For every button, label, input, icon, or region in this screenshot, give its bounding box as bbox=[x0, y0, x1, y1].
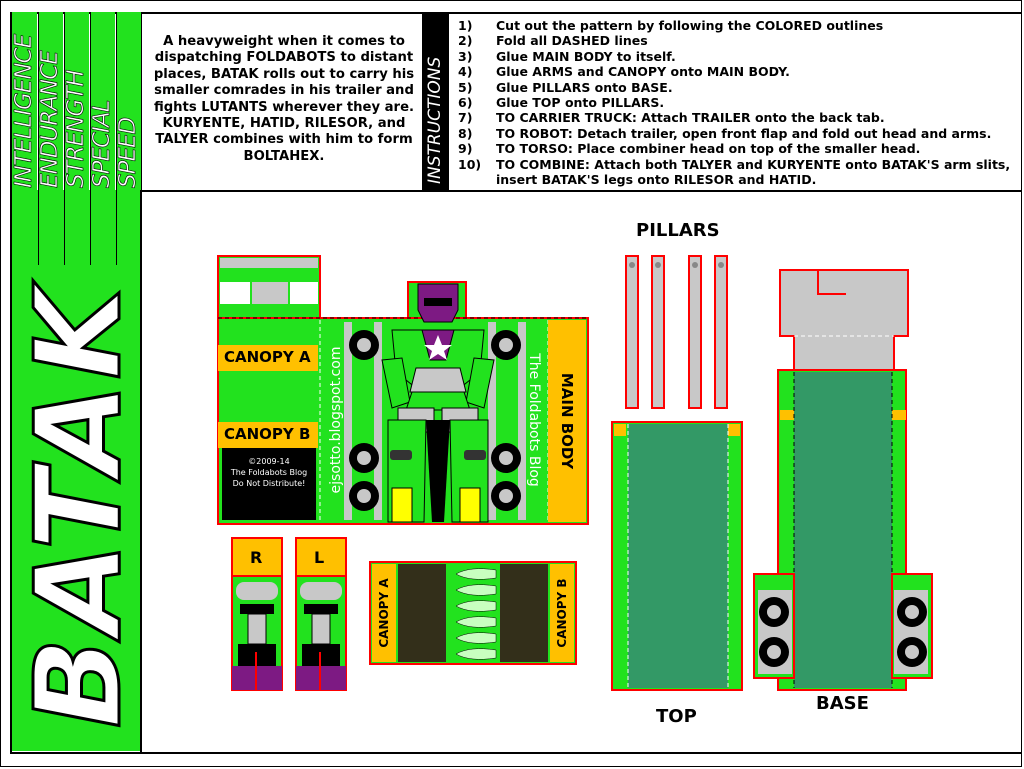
instruction-step-number: 6) bbox=[458, 95, 473, 111]
canopy-strip-b-label: CANOPY B bbox=[555, 578, 569, 648]
blog-name-text: The Foldabots Blog bbox=[526, 353, 542, 487]
canopy-strip-a-vertical: CANOPY A bbox=[372, 564, 396, 662]
instruction-step-number: 3) bbox=[458, 48, 473, 64]
instruction-step-text: TO TORSO: Place combiner head on top of … bbox=[496, 141, 921, 157]
main-body-label: MAIN BODY bbox=[558, 372, 576, 470]
pillars-label: PILLARS bbox=[636, 220, 720, 241]
instruction-step: 5) Glue PILLARS onto BASE. bbox=[458, 80, 1018, 95]
instruction-step-number: 7) bbox=[458, 110, 473, 126]
canopy-a-label: CANOPY A bbox=[224, 348, 311, 366]
instruction-step-number: 10) bbox=[458, 156, 482, 172]
stat-bar-speed: SPEED bbox=[115, 12, 141, 190]
blog-name-vertical: The Foldabots Blog bbox=[524, 322, 548, 518]
base-label: BASE bbox=[816, 693, 869, 714]
copyright-line-2: The Foldabots Blog bbox=[230, 468, 308, 477]
pillars-part bbox=[625, 255, 728, 409]
instruction-step: 7) TO CARRIER TRUCK: Attach TRAILER onto … bbox=[458, 110, 1018, 125]
left-column-divider bbox=[140, 12, 142, 754]
stat-bar-strength: STRENGTH bbox=[63, 12, 89, 190]
stat-bar-intelligence: INTELLIGENCE bbox=[11, 12, 37, 190]
canopy-strip-b-vertical: CANOPY B bbox=[550, 564, 574, 662]
instruction-step: 10) TO COMBINE: Attach both TALYER and KU… bbox=[458, 157, 1018, 188]
canopy-part bbox=[369, 561, 577, 665]
instruction-step: 4) Glue ARMS and CANOPY onto MAIN BODY. bbox=[458, 64, 1018, 79]
top-border-line bbox=[10, 12, 1022, 14]
blog-url-vertical: ejsotto.blogspot.com bbox=[322, 322, 346, 518]
instruction-step: 3) Glue MAIN BODY to itself. bbox=[458, 49, 1018, 64]
left-border-line bbox=[10, 12, 12, 754]
stats-divider-2 bbox=[64, 12, 65, 265]
stat-bar-special: SPECIAL bbox=[89, 12, 115, 190]
top-part bbox=[611, 421, 743, 691]
instruction-step-text: TO ROBOT: Detach trailer, open front fla… bbox=[496, 125, 992, 141]
stats-panel: INTELLIGENCE ENDURANCE STRENGTH SPECIAL … bbox=[10, 12, 141, 190]
instruction-step-text: TO CARRIER TRUCK: Attach TRAILER onto th… bbox=[496, 110, 885, 126]
header-divider bbox=[10, 190, 1022, 192]
canopy-strip-a-label: CANOPY A bbox=[377, 578, 391, 648]
canopy-b-label: CANOPY B bbox=[224, 425, 311, 443]
instruction-step-text: Glue ARMS and CANOPY onto MAIN BODY. bbox=[496, 64, 790, 80]
instruction-step-number: 4) bbox=[458, 64, 473, 80]
instruction-step-text: Glue PILLARS onto BASE. bbox=[496, 79, 673, 95]
instruction-step-text: TO COMBINE: Attach both TALYER and KURYE… bbox=[496, 156, 1011, 188]
instruction-step: 6) Glue TOP onto PILLARS. bbox=[458, 95, 1018, 110]
instructions-list: 1) Cut out the pattern by following the C… bbox=[458, 18, 1018, 187]
arm-r-label: R bbox=[250, 548, 263, 567]
instruction-step-text: Glue TOP onto PILLARS. bbox=[496, 95, 665, 111]
instructions-heading-bar: INSTRUCTIONS bbox=[422, 14, 449, 190]
character-bio: A heavyweight when it comes to dispatchi… bbox=[153, 34, 415, 164]
character-name-bar: BATAK bbox=[8, 265, 149, 751]
stats-divider-4 bbox=[116, 12, 117, 265]
instruction-step-number: 8) bbox=[458, 125, 473, 141]
instruction-step-text: Fold all DASHED lines bbox=[496, 33, 648, 49]
arm-r-part bbox=[231, 537, 283, 691]
copyright-line-3: Do Not Distribute! bbox=[232, 479, 306, 488]
main-body-label-vertical: MAIN BODY bbox=[550, 322, 584, 520]
instruction-step: 9) TO TORSO: Place combiner head on top o… bbox=[458, 141, 1018, 156]
blog-url-text: ejsotto.blogspot.com bbox=[328, 346, 344, 494]
stats-lower-panel bbox=[12, 190, 140, 265]
instruction-step: 2) Fold all DASHED lines bbox=[458, 33, 1018, 48]
instruction-step-number: 2) bbox=[458, 33, 473, 49]
top-label: TOP bbox=[656, 706, 697, 727]
arm-l-label: L bbox=[314, 548, 325, 567]
instruction-step-number: 5) bbox=[458, 79, 473, 95]
instruction-step-text: Cut out the pattern by following the COL… bbox=[496, 18, 884, 33]
stats-divider-3 bbox=[90, 12, 91, 265]
bottom-border-line bbox=[10, 752, 1022, 754]
copyright-notice: ©2009-14 The Foldabots Blog Do Not Distr… bbox=[222, 456, 316, 489]
base-part bbox=[753, 269, 933, 691]
instruction-step: 8) TO ROBOT: Detach trailer, open front f… bbox=[458, 126, 1018, 141]
stats-divider-1 bbox=[38, 12, 39, 265]
instruction-step-number: 1) bbox=[458, 18, 473, 33]
main-body-part bbox=[217, 255, 589, 525]
instruction-step-number: 9) bbox=[458, 141, 473, 157]
stat-bar-endurance: ENDURANCE bbox=[37, 12, 63, 190]
copyright-line-1: ©2009-14 bbox=[248, 457, 290, 466]
instruction-step: 1) Cut out the pattern by following the C… bbox=[458, 18, 1018, 33]
instruction-step-text: Glue MAIN BODY to itself. bbox=[496, 48, 676, 64]
arm-l-part bbox=[295, 537, 347, 691]
